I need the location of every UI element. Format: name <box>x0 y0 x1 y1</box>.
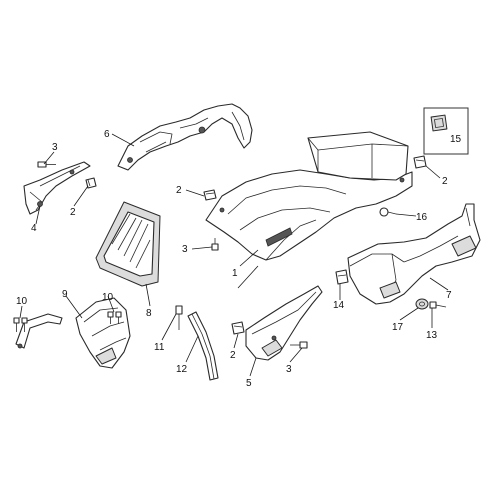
callout-2: 2 <box>70 207 76 218</box>
clip-14 <box>335 269 349 285</box>
clip-2-bottom <box>231 321 245 335</box>
leader-lines <box>19 133 449 377</box>
callout-4: 4 <box>31 223 37 234</box>
part-11-fitting <box>175 305 183 330</box>
part-9-tray <box>75 297 131 369</box>
clip-2-right <box>413 155 427 169</box>
part-8-mudguard <box>95 201 161 287</box>
callout-2: 2 <box>176 185 182 196</box>
callout-2: 2 <box>442 176 448 187</box>
callout-7: 7 <box>446 290 452 301</box>
screw-16 <box>379 207 397 217</box>
callout-3: 3 <box>52 142 58 153</box>
callout-10: 10 <box>102 292 114 303</box>
callout-6: 6 <box>104 129 110 140</box>
clip-2-left <box>85 177 97 189</box>
callout-3: 3 <box>182 244 188 255</box>
callout-16: 16 <box>416 212 428 223</box>
callout-2: 2 <box>230 350 236 361</box>
callout-15: 15 <box>450 134 462 145</box>
callout-9: 9 <box>62 289 68 300</box>
part-1-undertray <box>205 131 413 261</box>
callout-17: 17 <box>392 322 404 333</box>
callout-12: 12 <box>176 364 188 375</box>
screws-10-left <box>13 317 28 332</box>
callout-5: 5 <box>246 378 252 389</box>
part-5-lower-bracket <box>245 285 323 361</box>
part-6-frame-cover <box>117 103 253 171</box>
callout-13: 13 <box>426 330 438 341</box>
callout-14: 14 <box>333 300 345 311</box>
callout-1: 1 <box>232 268 238 279</box>
screw-13 <box>429 301 447 309</box>
part-12-hose <box>187 311 219 381</box>
part-4-side-bracket <box>23 161 91 215</box>
part-7-side-cover <box>347 203 481 305</box>
callout-11: 11 <box>154 342 165 353</box>
screw-3-upper <box>37 161 56 168</box>
clip-2-center <box>203 189 217 201</box>
bushing-17 <box>415 298 429 310</box>
screw-3-bottom <box>290 341 308 349</box>
callout-8: 8 <box>146 308 152 319</box>
part-15-reference-box <box>423 107 469 155</box>
screw-3-center <box>211 238 219 251</box>
callout-3: 3 <box>286 364 292 375</box>
callout-10: 10 <box>16 296 28 307</box>
screws-10-right <box>107 311 122 324</box>
